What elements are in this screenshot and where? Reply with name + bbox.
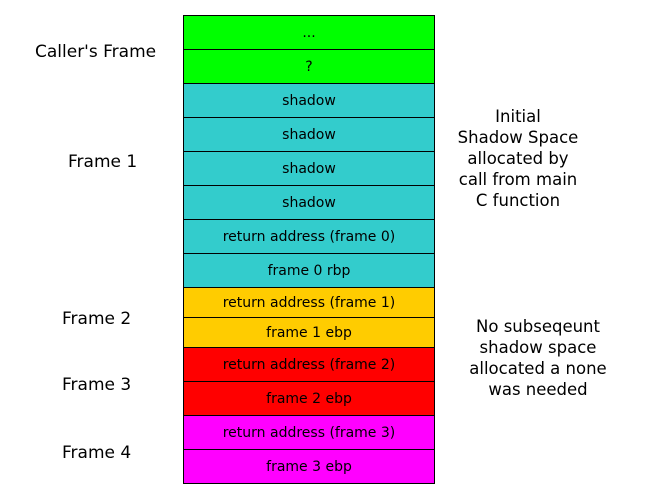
- note-line: was needed: [488, 380, 588, 399]
- label-frame-2: Frame 2: [62, 309, 132, 329]
- note-line: allocated a none: [469, 359, 607, 378]
- stack-cell-frame1: shadow: [184, 118, 434, 152]
- stack-cell-frame4: return address (frame 3): [184, 416, 434, 450]
- stack-cell-frame3: return address (frame 2): [184, 348, 434, 382]
- note-line: Initial: [495, 107, 541, 126]
- note-line: call from main: [458, 170, 578, 189]
- label-frame-3: Frame 3: [62, 375, 132, 395]
- stack-cell-frame3: frame 2 ebp: [184, 382, 434, 416]
- stack-cell-frame1: return address (frame 0): [184, 220, 434, 254]
- stack-cell-frame2: return address (frame 1): [184, 288, 434, 318]
- stack-cell-frame1: shadow: [184, 84, 434, 118]
- stack-cell-frame4: frame 3 ebp: [184, 450, 434, 484]
- stack-cell-frame1: shadow: [184, 186, 434, 220]
- stack-cell-frame1: frame 0 rbp: [184, 254, 434, 288]
- stack-cell-frame1: shadow: [184, 152, 434, 186]
- label-frame-1: Frame 1: [68, 152, 138, 172]
- stack-cell-caller: ...: [184, 16, 434, 50]
- note-line: allocated by: [467, 149, 569, 168]
- note-no-subsequent-shadow: No subseqeunt shadow space allocated a non…: [458, 316, 618, 400]
- note-line: C function: [475, 191, 561, 210]
- note-line: Shadow Space: [457, 128, 579, 147]
- label-frame-4: Frame 4: [62, 443, 132, 463]
- stack-cell-caller: ?: [184, 50, 434, 84]
- label-callers-frame: Caller's Frame: [35, 42, 157, 62]
- note-line: shadow space: [479, 338, 597, 357]
- note-line: No subseqeunt: [476, 317, 600, 336]
- stack-cell-frame2: frame 1 ebp: [184, 318, 434, 348]
